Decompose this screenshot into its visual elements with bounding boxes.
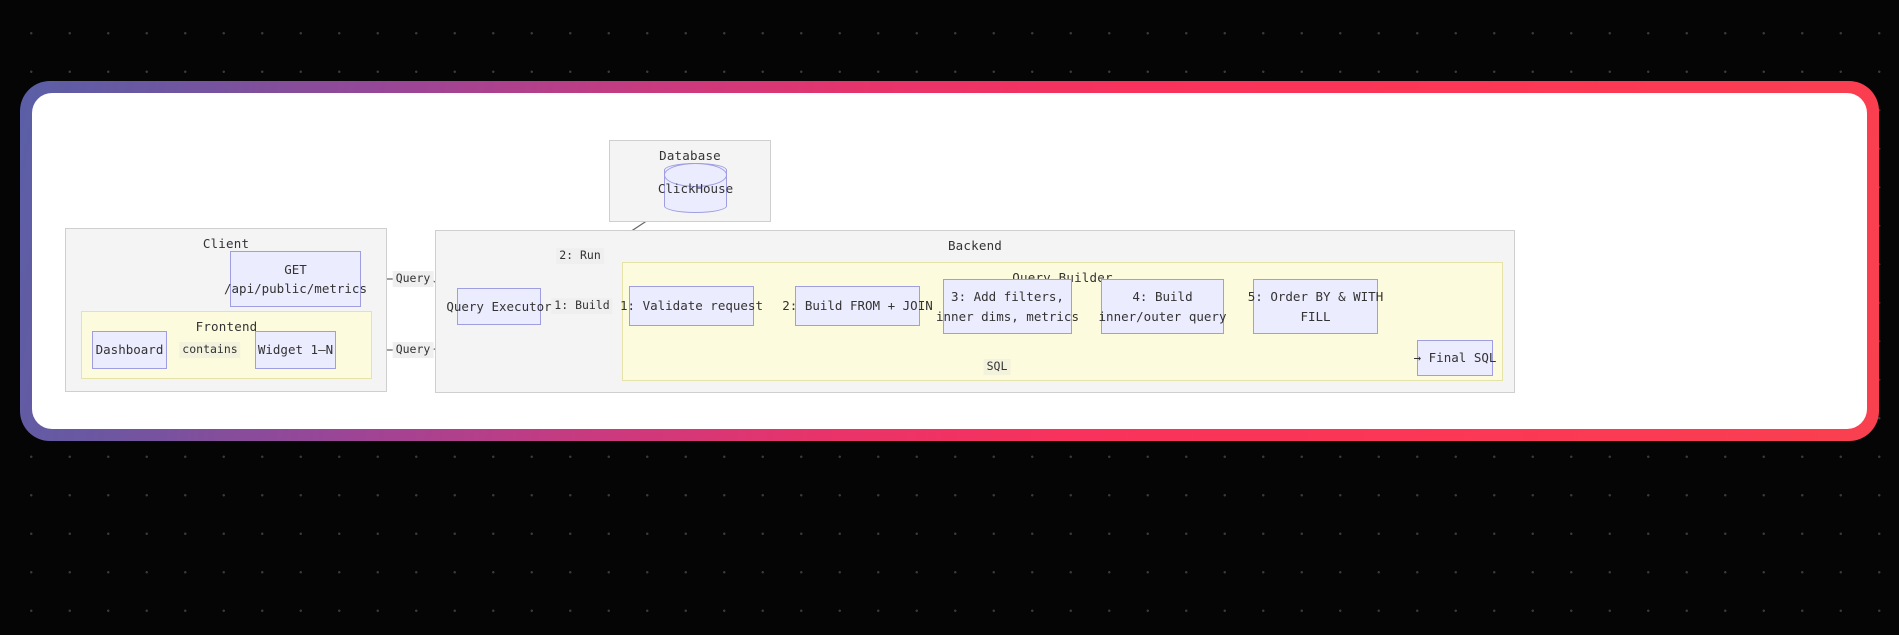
node-step-4-build-inner-outer-query[interactable]: 4: Build inner/outer query (1098, 279, 1227, 334)
node-api-endpoint[interactable]: GET /api/public/metrics (224, 251, 367, 307)
node-clickhouse-label: ClickHouse (657, 180, 734, 196)
node-query-executor[interactable]: Query Executor (446, 288, 552, 325)
gradient-frame: Client Frontend GET /api/public/metrics … (20, 81, 1879, 441)
node-step-1-label: 1: Validate request (620, 298, 763, 314)
edge-label-contains: contains (179, 342, 241, 358)
node-step-5-line1: 5: Order BY & WITH (1247, 289, 1384, 305)
node-final-sql-label: → Final SQL (1413, 350, 1497, 366)
group-backend-title: Backend (947, 238, 1003, 253)
node-step-3-add-filters[interactable]: 3: Add filters, inner dims, metrics (936, 279, 1079, 334)
node-dashboard[interactable]: Dashboard (92, 331, 167, 369)
node-step-2-build-from-join[interactable]: 2: Build FROM + JOIN (782, 286, 933, 326)
node-widget[interactable]: Widget 1–N (255, 331, 336, 369)
node-step-3-line2: inner dims, metrics (936, 308, 1079, 324)
group-client-title: Client (202, 236, 250, 251)
node-step-5-line2: FILL (1300, 308, 1331, 324)
node-step-5-order-by-with-fill[interactable]: 5: Order BY & WITH FILL (1248, 279, 1383, 334)
node-clickhouse[interactable]: ClickHouse (658, 163, 733, 213)
edge-label-query-from-api: Query (392, 271, 434, 287)
node-dashboard-label: Dashboard (95, 342, 164, 358)
diagram-canvas: Client Frontend GET /api/public/metrics … (32, 93, 1867, 429)
node-step-3-line1: 3: Add filters, (951, 289, 1064, 305)
diagram-card: Client Frontend GET /api/public/metrics … (32, 93, 1867, 429)
node-api-endpoint-path: /api/public/metrics (224, 281, 367, 296)
node-api-endpoint-method: GET (284, 261, 307, 277)
node-step-2-label: 2: Build FROM + JOIN (782, 298, 933, 314)
node-final-sql[interactable]: → Final SQL (1414, 340, 1496, 376)
edge-label-sql: SQL (983, 359, 1011, 375)
node-step-1-validate-request[interactable]: 1: Validate request (620, 286, 763, 326)
node-query-executor-label: Query Executor (446, 298, 552, 314)
edge-label-build: 1: Build (551, 298, 613, 314)
group-frontend-title: Frontend (195, 319, 258, 334)
node-widget-label: Widget 1–N (257, 342, 334, 358)
node-step-4-line1: 4: Build (1132, 289, 1193, 305)
edge-label-query-from-widget: Query (392, 342, 434, 358)
node-step-4-line2: inner/outer query (1098, 308, 1227, 324)
group-database-title: Database (659, 148, 721, 163)
edge-label-run: 2: Run (556, 248, 604, 264)
